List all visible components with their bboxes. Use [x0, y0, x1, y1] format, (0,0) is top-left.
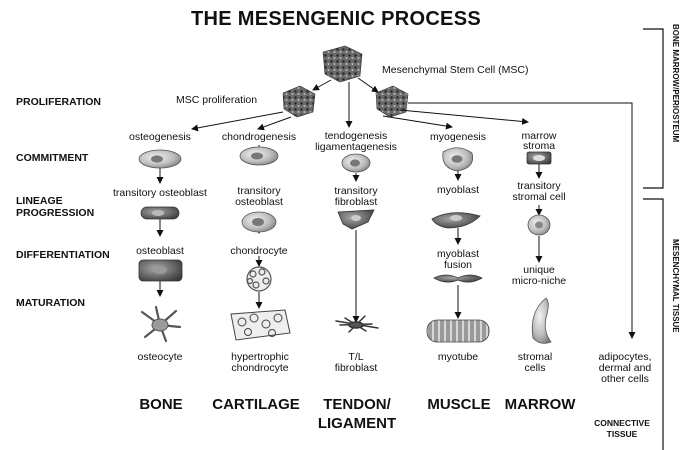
msc-proliferation-cell-icon-2 [376, 86, 408, 117]
hypertrophic-chondrocyte-icon [231, 310, 290, 340]
osteocyte-icon [142, 307, 180, 341]
muscle-differentiation-label-2: fusion [444, 260, 472, 271]
other-mature-label-3: other cells [601, 374, 649, 385]
marrow-commitment-label-2: stroma [523, 141, 555, 152]
tendon-commitment-label-2: ligamentagenesis [315, 142, 397, 153]
marrow-differentiation-label-2: micro-niche [512, 276, 566, 287]
stage-maturation: MATURATION [16, 298, 85, 309]
stage-differentiation: DIFFERENTIATION [16, 250, 110, 261]
msc-cell-icon [323, 46, 362, 82]
tissue-tendon: TENDON/ [323, 396, 391, 414]
page-title: THE MESENGENIC PROCESS [191, 8, 481, 31]
side-label-bone-marrow: BONE MARROW/PERIOSTEUM [671, 24, 680, 142]
stromal-cell-icon [532, 298, 551, 343]
muscle-progression-label: myoblast [437, 185, 479, 196]
msc-proliferation-label: MSC proliferation [176, 95, 257, 106]
side-brackets [643, 29, 663, 450]
stage-lineage: LINEAGE [16, 196, 63, 207]
tl-fibroblast-icon [336, 316, 378, 332]
stage-proliferation: PROLIFERATION [16, 97, 101, 108]
muscle-commitment-label: myogenesis [430, 132, 486, 143]
cartilage-commitment-label: chondrogenesis [222, 132, 296, 143]
chondrocyte-cluster-icon [247, 267, 271, 291]
cartilage-progression-label-2: osteoblast [235, 197, 283, 208]
stage-progression: PROGRESSION [16, 208, 94, 219]
myotube-icon [427, 320, 489, 342]
msc-label: Mesenchymal Stem Cell (MSC) [382, 65, 528, 76]
bone-progression-label: transitory osteoblast [113, 188, 207, 199]
connective-tissue-label-1: CONNECTIVE [594, 418, 650, 428]
muscle-mature-label: myotube [438, 352, 478, 363]
tissue-marrow: MARROW [505, 396, 576, 414]
tissue-ligament: LIGAMENT [318, 415, 396, 433]
bone-commitment-label: osteogenesis [129, 132, 191, 143]
bone-differentiation-label: osteoblast [136, 246, 184, 257]
marrow-mature-label-2: cells [524, 363, 545, 374]
marrow-progression-label-2: stromal cell [512, 192, 565, 203]
tissue-bone: BONE [139, 396, 182, 414]
tendon-mature-label-2: fibroblast [335, 363, 378, 374]
tendon-progression-label-2: fibroblast [335, 197, 378, 208]
tissue-cartilage: CARTILAGE [212, 396, 300, 414]
msc-arrows [192, 78, 632, 338]
side-label-mesenchymal: MESENCHYMAL TISSUE [671, 239, 680, 333]
cartilage-differentiation-label: chondrocyte [230, 246, 287, 257]
connective-tissue-label-2: TISSUE [607, 429, 638, 439]
myoblast-fusion-icon [434, 275, 482, 282]
lineage-arrows [160, 145, 539, 322]
cartilage-mature-label-2: chondrocyte [231, 363, 288, 374]
bone-mature-label: osteocyte [138, 352, 183, 363]
tissue-muscle: MUSCLE [427, 396, 490, 414]
stage-commitment: COMMITMENT [16, 153, 88, 164]
msc-proliferation-cell-icon [283, 86, 315, 117]
